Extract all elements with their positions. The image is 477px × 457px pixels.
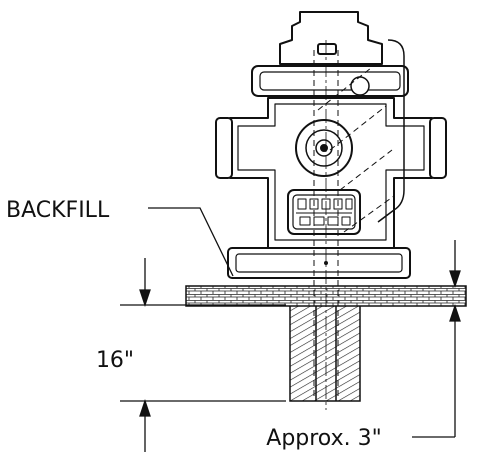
concrete-base <box>289 304 361 402</box>
left-nozzle <box>215 117 233 179</box>
manufacturer-plate <box>287 189 361 235</box>
backfill-thickness-dimension <box>412 240 461 438</box>
approx-label: Approx. 3" <box>266 426 381 451</box>
fire-hydrant <box>215 11 447 279</box>
depth-label: 16" <box>96 348 134 373</box>
backfill-leader <box>148 207 234 277</box>
internal-hidden-lines <box>313 50 395 400</box>
operating-rod-outline <box>377 39 405 223</box>
hydrant-base-flange <box>227 247 411 279</box>
depth-dimension <box>120 258 286 452</box>
hydrant-upper-flange <box>251 65 409 97</box>
right-nozzle <box>429 117 447 179</box>
hydrant-bonnet <box>279 11 383 65</box>
backfill-label: BACKFILL <box>6 198 110 223</box>
